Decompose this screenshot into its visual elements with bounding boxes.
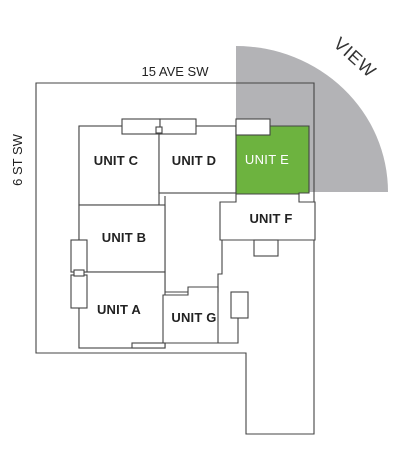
unit-f-annex [253,239,279,257]
balcony-e [235,118,271,136]
property-boundary [35,82,315,435]
unit-b-label: UNIT B [102,230,147,245]
unit-d-label: UNIT D [172,153,217,168]
unit-c-label: UNIT C [94,153,139,168]
view-label: VIEW [330,33,381,81]
balcony-d [159,118,197,135]
balcony-divider-left [73,269,85,277]
balcony-c [121,118,161,135]
balcony-a [70,274,88,309]
balcony-divider [155,126,163,134]
unit-g-annex [230,291,249,319]
unit-d-outline[interactable] [158,125,237,194]
unit-g-label: UNIT G [171,310,216,325]
unit-f-outline[interactable] [219,193,316,241]
unit-b-outline[interactable] [78,204,166,273]
unit-e-label: UNIT E [245,152,289,167]
unit-f-label: UNIT F [249,211,292,226]
unit-a-label: UNIT A [97,302,141,317]
balcony-b [70,239,88,273]
street-left-label: 6 ST SW [10,133,25,186]
bottom-step [131,342,166,349]
street-top-label: 15 AVE SW [142,64,210,79]
unit-a-outline[interactable] [78,271,166,349]
unit-c-outline[interactable] [78,125,160,206]
